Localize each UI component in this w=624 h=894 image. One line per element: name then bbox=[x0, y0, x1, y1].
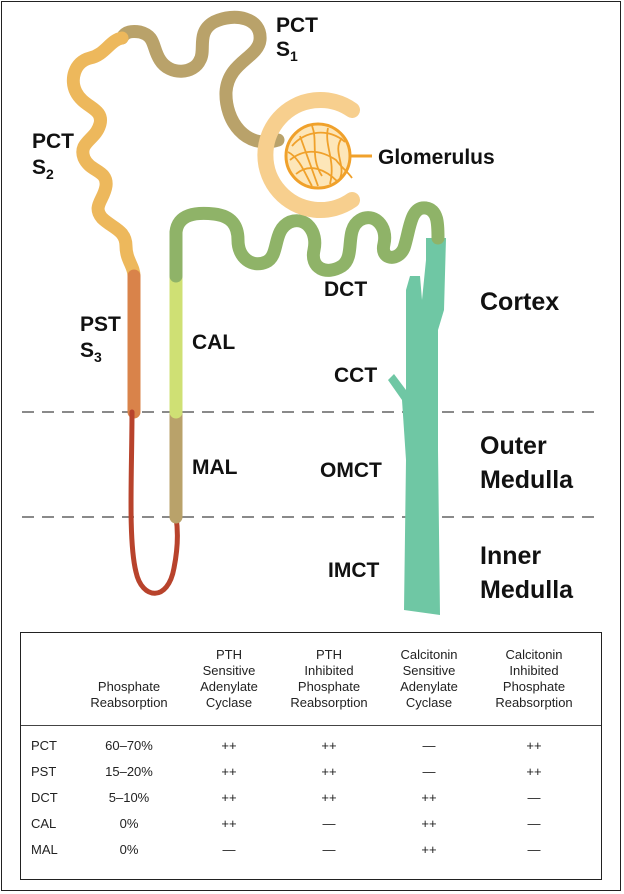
pct-s2-tubule bbox=[66, 31, 141, 283]
row-segment: PST bbox=[31, 764, 57, 779]
dct-label: DCT bbox=[324, 278, 367, 301]
glomerulus-graphic bbox=[257, 92, 372, 218]
table-row: DCT 5–10% ++ ++ ++ — bbox=[21, 787, 601, 809]
table-cell: ++ bbox=[421, 816, 437, 831]
table-cell: ++ bbox=[321, 790, 337, 805]
row-segment: MAL bbox=[31, 842, 58, 857]
table-cell: 60–70% bbox=[105, 738, 153, 753]
pct-s2-label: PCT bbox=[32, 130, 74, 153]
table-header-divider bbox=[21, 725, 601, 726]
table-cell: ++ bbox=[321, 764, 337, 779]
table-row: PST 15–20% ++ ++ — ++ bbox=[21, 761, 601, 783]
table-cell: ++ bbox=[421, 790, 437, 805]
header-pth-phosphate: PTH Inhibited Phosphate Reabsorption bbox=[290, 647, 368, 710]
inner-medulla-label-2: Medulla bbox=[480, 576, 574, 604]
outer-medulla-label-1: Outer bbox=[480, 432, 547, 460]
pct-s1-label: PCT bbox=[276, 14, 318, 37]
inner-medulla-label-1: Inner bbox=[480, 542, 541, 570]
table-cell: — bbox=[322, 842, 336, 857]
s3-label: S3 bbox=[80, 339, 102, 365]
table-cell: — bbox=[422, 764, 436, 779]
descending-limb bbox=[128, 409, 180, 596]
table-cell: — bbox=[527, 842, 541, 857]
table-cell: ++ bbox=[221, 738, 237, 753]
row-segment: PCT bbox=[31, 738, 57, 753]
header-calcitonin-adenylate: Calcitonin Sensitive Adenylate Cyclase bbox=[400, 647, 458, 710]
table-cell: — bbox=[222, 842, 236, 857]
table-row: CAL 0% ++ — ++ — bbox=[21, 813, 601, 835]
pst-label: PST bbox=[80, 313, 121, 336]
row-segment: CAL bbox=[31, 816, 57, 831]
table-cell: ++ bbox=[321, 738, 337, 753]
s2-label: S2 bbox=[32, 156, 54, 182]
mal-label: MAL bbox=[192, 456, 238, 479]
cct-label: CCT bbox=[334, 364, 377, 387]
cal-label: CAL bbox=[192, 331, 235, 354]
row-segment: DCT bbox=[31, 790, 58, 805]
table-cell: 5–10% bbox=[108, 790, 150, 805]
table-cell: ++ bbox=[526, 764, 542, 779]
s1-label: S1 bbox=[276, 38, 298, 64]
table-cell: ++ bbox=[421, 842, 437, 857]
table-cell: — bbox=[422, 738, 436, 753]
phosphate-table: Phosphate Reabsorption PTH Sensitive Ade… bbox=[20, 632, 602, 880]
imct-label: IMCT bbox=[328, 559, 379, 582]
table-cell: ++ bbox=[221, 816, 237, 831]
table-cell: — bbox=[322, 816, 336, 831]
nephron-diagram: PCT S1 PCT S2 Glomerulus DCT PST S3 CAL … bbox=[22, 10, 600, 615]
table-cell: — bbox=[527, 816, 541, 831]
cortex-zone-label: Cortex bbox=[480, 288, 559, 316]
table-cell: 0% bbox=[119, 842, 139, 857]
table-row: MAL 0% — — ++ — bbox=[21, 839, 601, 861]
header-phosphate-reabsorption: Phosphate Reabsorption bbox=[90, 679, 168, 710]
omct-label: OMCT bbox=[320, 459, 382, 482]
header-calcitonin-phosphate: Calcitonin Inhibited Phosphate Reabsorpt… bbox=[495, 647, 573, 710]
table-cell: ++ bbox=[526, 738, 542, 753]
glomerulus-label: Glomerulus bbox=[378, 146, 495, 169]
outer-medulla-label-2: Medulla bbox=[480, 466, 574, 494]
table-cell: 15–20% bbox=[105, 764, 153, 779]
collecting-duct bbox=[388, 238, 446, 615]
table-cell: ++ bbox=[221, 790, 237, 805]
dct-tubule bbox=[169, 201, 445, 283]
table-cell: 0% bbox=[119, 816, 139, 831]
table-cell: — bbox=[527, 790, 541, 805]
header-pth-adenylate: PTH Sensitive Adenylate Cyclase bbox=[200, 647, 258, 710]
pct-s1-tubule bbox=[115, 10, 285, 149]
table-row: PCT 60–70% ++ ++ — ++ bbox=[21, 735, 601, 757]
table-cell: ++ bbox=[221, 764, 237, 779]
